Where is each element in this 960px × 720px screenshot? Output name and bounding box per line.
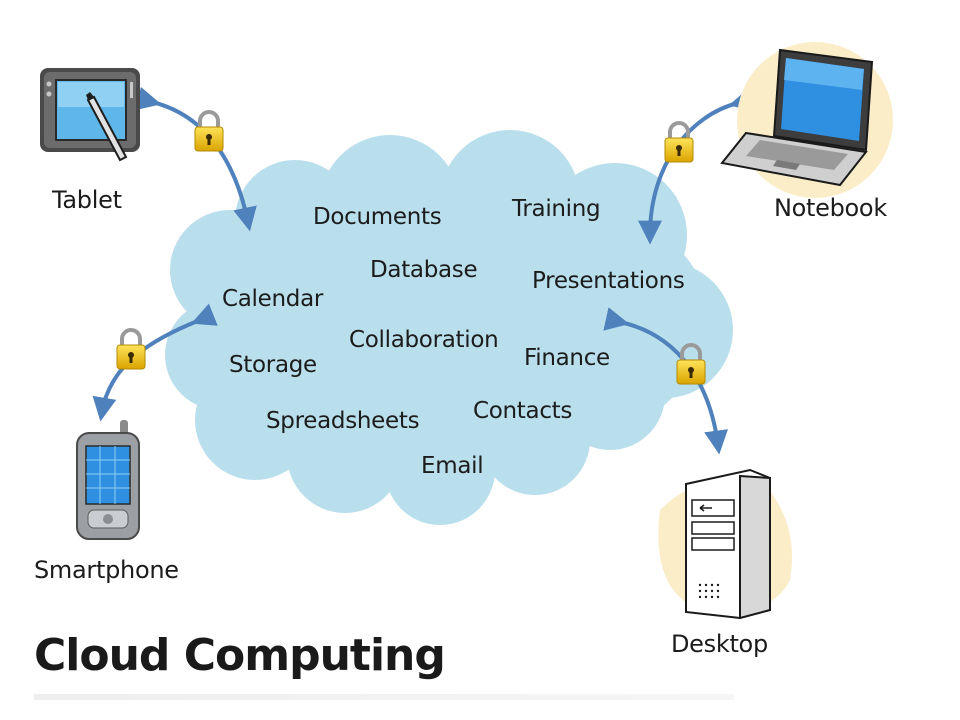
page-title: Cloud Computing <box>34 630 446 681</box>
lock-icon <box>664 121 694 163</box>
device-label-desktop: Desktop <box>671 630 768 658</box>
service-label-spreadsheets: Spreadsheets <box>266 408 420 434</box>
service-label-database: Database <box>370 257 478 283</box>
service-label-email: Email <box>421 453 484 479</box>
device-label-smartphone: Smartphone <box>34 556 179 584</box>
service-label-storage: Storage <box>229 352 317 378</box>
service-label-contacts: Contacts <box>473 398 573 424</box>
lock-icon <box>116 328 146 370</box>
service-label-training: Training <box>512 196 601 222</box>
device-label-tablet: Tablet <box>52 186 122 214</box>
smartphone-icon <box>76 420 140 540</box>
service-label-presentations: Presentations <box>532 268 685 294</box>
lock-icon <box>194 110 224 152</box>
device-label-notebook: Notebook <box>774 194 887 222</box>
lock-icon <box>676 343 706 385</box>
desktop-icon <box>658 468 792 620</box>
notebook-icon <box>720 42 893 198</box>
service-label-finance: Finance <box>524 345 610 371</box>
service-label-calendar: Calendar <box>222 286 324 312</box>
service-label-documents: Documents <box>313 204 442 230</box>
decorative-divider <box>34 694 734 700</box>
service-label-collaboration: Collaboration <box>349 327 499 353</box>
tablet-icon <box>40 68 140 162</box>
